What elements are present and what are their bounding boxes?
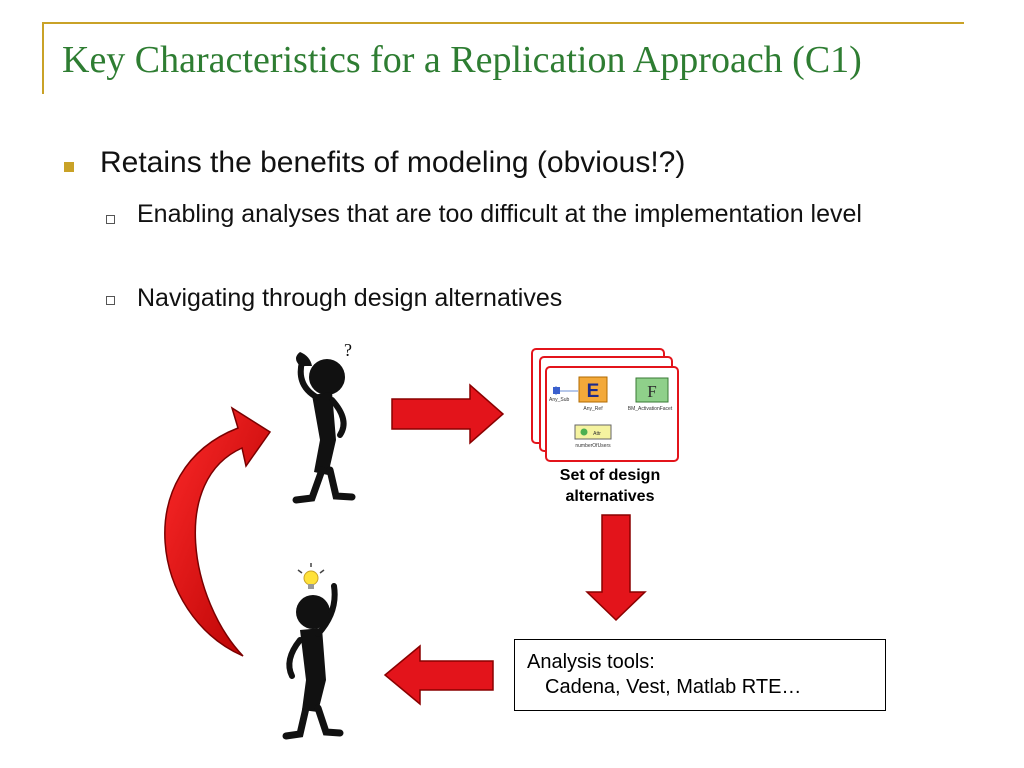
caption-line-2: alternatives [565, 488, 655, 505]
slide-title: Key Characteristics for a Replication Ap… [62, 39, 862, 81]
analysis-tools-box: Analysis tools: Cadena, Vest, Matlab RTE… [514, 639, 886, 711]
component-e-label: E [587, 381, 600, 402]
component-f-label: F [647, 382, 656, 401]
bullet-square-icon [64, 162, 74, 172]
tools-heading: Analysis tools: [527, 651, 655, 673]
card-label-bm: BM_ActivationFacet [628, 406, 673, 412]
card-label-num: numberOfUsers [575, 443, 611, 449]
title-frame-top-line [42, 22, 964, 24]
caption-line-1: Set of design [559, 467, 661, 484]
component-e-icon [578, 376, 608, 403]
idea-person-icon [282, 583, 344, 740]
title-frame-left-line [42, 22, 44, 94]
card-label-attr: Attr [593, 431, 601, 437]
sub-bullet-text-1: Enabling analyses that are too difficult… [137, 200, 862, 228]
attribute-dot-icon [580, 428, 588, 436]
design-alternatives-caption: Set of design alternatives [530, 465, 690, 507]
component-f-icon [635, 377, 669, 403]
card-label-sub: Any_Sub [549, 397, 570, 403]
curved-cycle-arrow [164, 406, 272, 657]
left-arrow [383, 644, 494, 706]
sub-bullet-icon [106, 215, 115, 224]
right-arrow [391, 383, 505, 445]
down-arrow [585, 514, 647, 622]
port-icon [553, 387, 560, 394]
tools-list: Cadena, Vest, Matlab RTE… [545, 676, 802, 698]
bullet-main-text: Retains the benefits of modeling (obviou… [100, 146, 686, 179]
design-card-front: Any_Sub E Any_Ref F BM_ActivationFacet A… [549, 376, 673, 449]
thinking-person-icon [292, 352, 356, 504]
sub-bullet-icon [106, 296, 115, 305]
sub-bullet-text-2: Navigating through design alternatives [137, 284, 563, 312]
question-mark-icon: ? [344, 340, 352, 360]
lightbulb-icon [297, 563, 325, 589]
card-label-ref: Any_Ref [583, 406, 603, 412]
